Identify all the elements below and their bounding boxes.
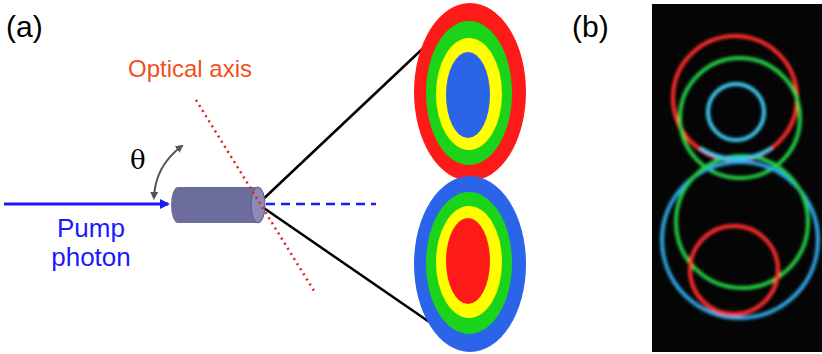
panel-label: (b) bbox=[572, 10, 609, 43]
ring-green bbox=[426, 21, 512, 165]
ring-blue bbox=[446, 52, 490, 138]
angle-label: θ bbox=[130, 146, 146, 175]
crystal bbox=[178, 187, 258, 223]
ring-red bbox=[446, 218, 490, 304]
ring-green bbox=[426, 192, 512, 334]
optical-axis-line bbox=[196, 100, 316, 294]
ring-yellow bbox=[436, 38, 502, 150]
crystal-end bbox=[171, 187, 185, 223]
ring-yellow bbox=[436, 206, 502, 318]
beam-label: Pump photon bbox=[30, 214, 152, 271]
ring-blue bbox=[414, 176, 526, 352]
axis-label: Optical axis bbox=[128, 56, 252, 82]
angle-arc bbox=[154, 146, 182, 198]
panel-label: (a) bbox=[6, 10, 43, 43]
photo-rings bbox=[662, 36, 818, 318]
pump-dashed-line bbox=[266, 203, 376, 206]
pump-arrow bbox=[4, 203, 168, 206]
photo-background bbox=[652, 4, 822, 352]
ring-red bbox=[414, 3, 526, 181]
